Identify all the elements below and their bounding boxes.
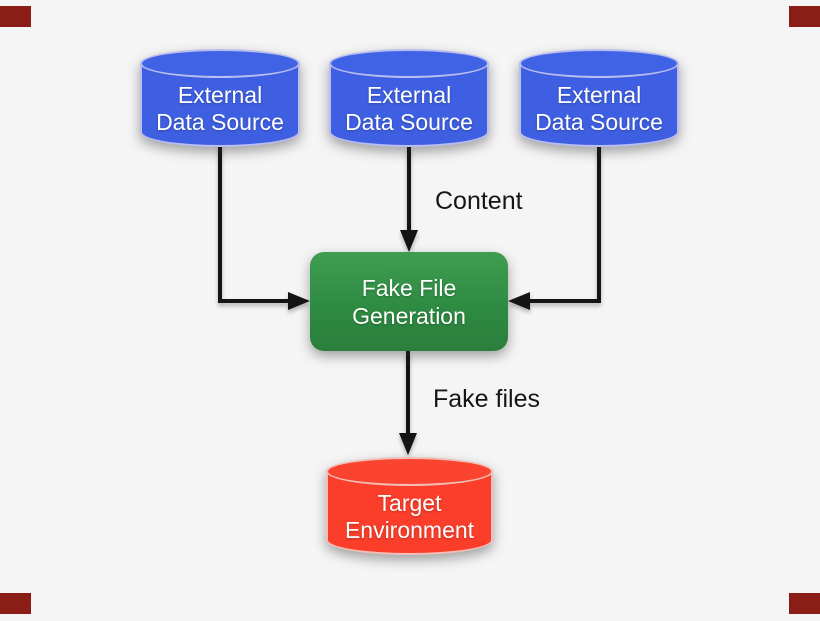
arrow-source1-to-generator <box>218 145 292 303</box>
arrowhead-into-target <box>399 433 417 455</box>
node-label: Target Environment <box>326 483 493 551</box>
database-node-external-source-1: External Data Source <box>140 49 300 147</box>
node-label-line1: Target <box>377 490 442 516</box>
node-label: External Data Source <box>140 75 300 143</box>
node-label-line2: Data Source <box>156 109 284 135</box>
cylinder-top-ellipse <box>140 49 300 78</box>
arrowhead-into-generator-left <box>288 292 310 310</box>
node-label-line2: Environment <box>344 517 475 543</box>
node-label: External Data Source <box>329 75 489 143</box>
database-node-external-source-2: External Data Source <box>329 49 489 147</box>
process-node-fake-file-generation: Fake File Generation <box>310 252 508 351</box>
edge-label-fake-files: Fake files <box>433 385 540 413</box>
node-label-line1: External <box>177 82 263 108</box>
cylinder-top-ellipse <box>519 49 679 78</box>
node-label-line2: Data Source <box>345 109 473 135</box>
arrowhead-into-generator-top <box>400 230 418 252</box>
cylinder-top-ellipse <box>329 49 489 78</box>
corner-mark-top-right <box>789 6 820 27</box>
edge-label-content: Content <box>435 187 523 215</box>
corner-mark-top-left <box>0 6 31 27</box>
node-label-line2: Data Source <box>535 109 663 135</box>
node-label-line1: External <box>366 82 452 108</box>
corner-mark-bottom-left <box>0 593 31 614</box>
node-label-line1: External <box>556 82 642 108</box>
node-label: External Data Source <box>519 75 679 143</box>
database-node-external-source-3: External Data Source <box>519 49 679 147</box>
node-label-line1: Fake File <box>361 274 457 301</box>
arrowhead-into-generator-right <box>508 292 530 310</box>
database-node-target-environment: Target Environment <box>326 457 493 555</box>
arrow-source3-to-generator <box>526 147 601 303</box>
corner-mark-bottom-right <box>789 593 820 614</box>
cylinder-top-ellipse <box>326 457 493 486</box>
node-label-line2: Generation <box>352 302 466 329</box>
